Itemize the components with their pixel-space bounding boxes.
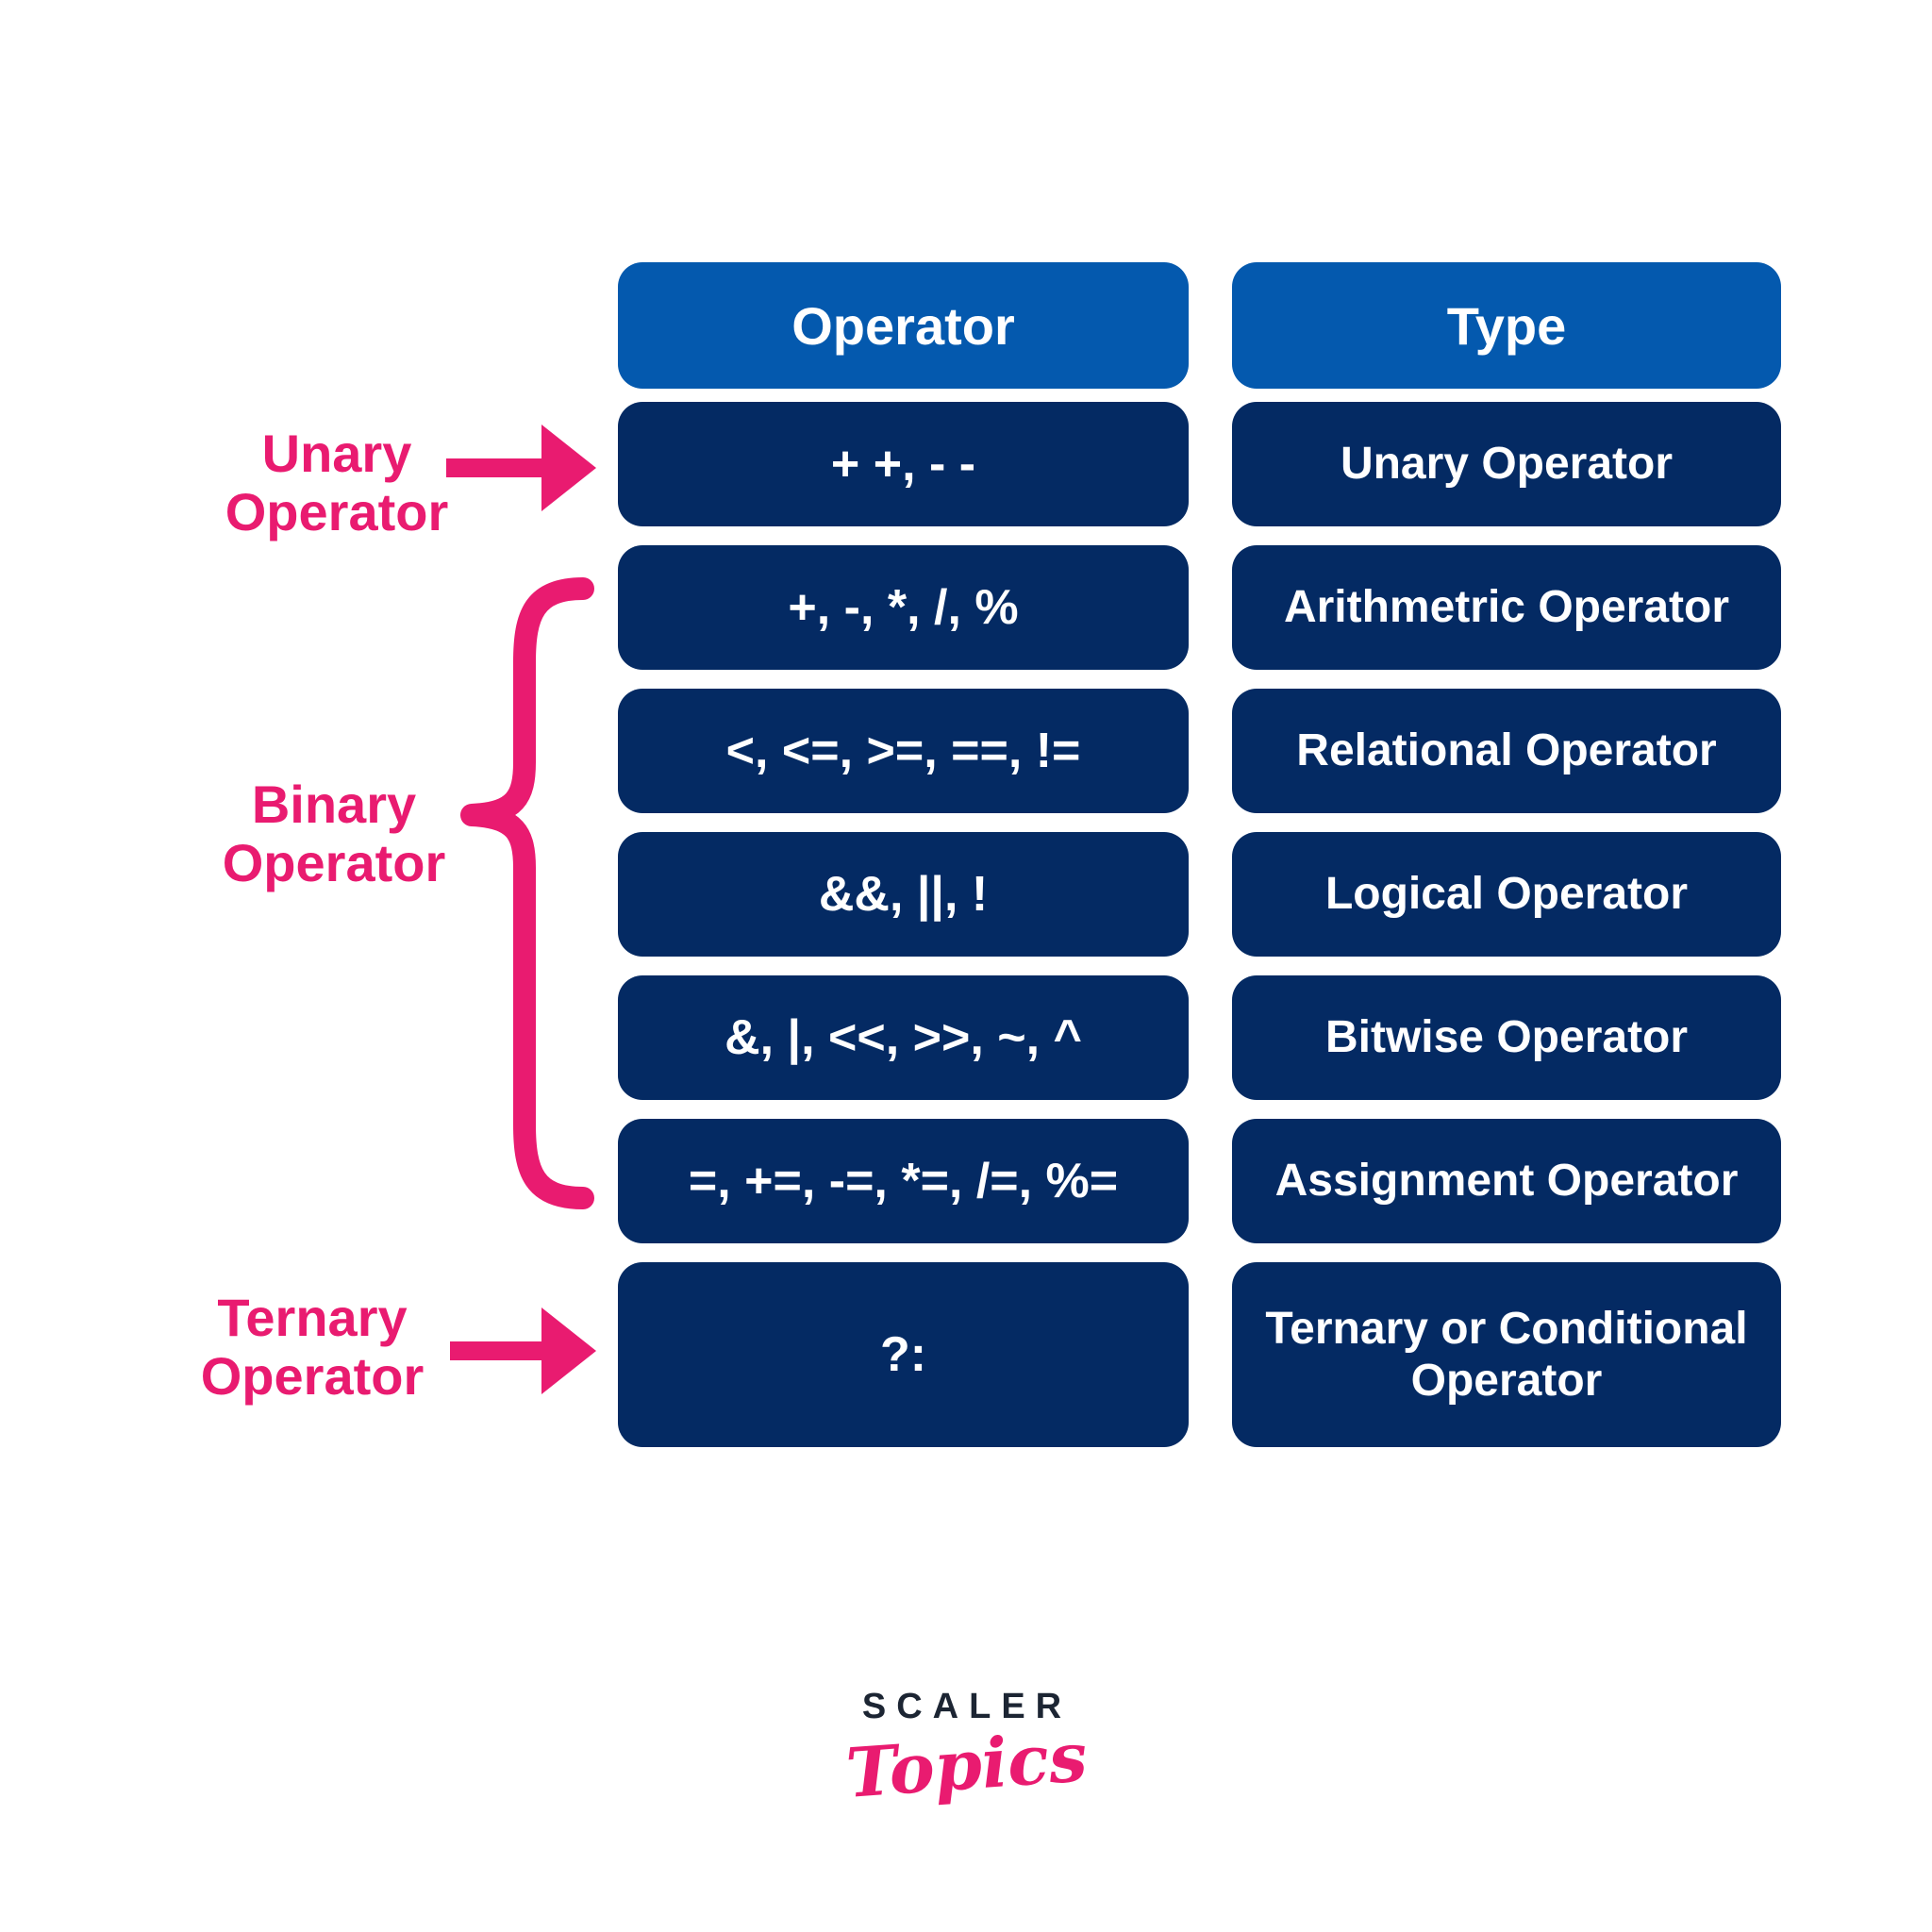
operator-value: &&, ||, ! <box>818 867 989 922</box>
type-cell-logical: Logical Operator <box>1232 832 1781 957</box>
operator-value: <, <=, >=, ==, != <box>725 724 1081 778</box>
binary-operator-label: Binary Operator <box>98 775 570 892</box>
unary-label-line1: Unary <box>261 424 412 483</box>
operator-value: =, +=, -=, *=, /=, %= <box>688 1154 1119 1208</box>
operator-column-header: Operator <box>618 262 1189 389</box>
type-value: Logical Operator <box>1324 869 1689 920</box>
operator-cell-arithmetic: +, -, *, /, % <box>618 545 1189 670</box>
type-header-label: Type <box>1446 295 1567 356</box>
operator-value: +, -, *, /, % <box>788 580 1019 635</box>
curly-brace-icon <box>460 577 594 1209</box>
unary-label-line2: Operator <box>225 482 449 541</box>
type-cell-bitwise: Bitwise Operator <box>1232 975 1781 1100</box>
operator-cell-bitwise: &, |, <<, >>, ~, ^ <box>618 975 1189 1100</box>
type-value: Arithmetric Operator <box>1283 582 1730 633</box>
type-cell-relational: Relational Operator <box>1232 689 1781 813</box>
operator-value: ?: <box>879 1327 927 1382</box>
type-value: Ternary or Conditional Operator <box>1265 1303 1748 1406</box>
type-cell-arithmetic: Arithmetric Operator <box>1232 545 1781 670</box>
operator-cell-unary: + +, - - <box>618 402 1189 526</box>
type-value: Unary Operator <box>1340 439 1674 490</box>
operator-cell-relational: <, <=, >=, ==, != <box>618 689 1189 813</box>
scaler-topics-logo: SCALER Topics <box>731 1687 1203 1813</box>
type-value: Assignment Operator <box>1274 1156 1739 1207</box>
binary-label-line2: Operator <box>222 833 446 892</box>
ternary-operator-label: Ternary Operator <box>76 1289 548 1406</box>
operator-cell-assignment: =, +=, -=, *=, /=, %= <box>618 1119 1189 1243</box>
ternary-label-line2: Operator <box>200 1346 425 1406</box>
operator-cell-ternary: ?: <box>618 1262 1189 1447</box>
ternary-label-line1: Ternary <box>217 1288 408 1347</box>
operator-value: + +, - - <box>830 437 976 491</box>
logo-sub-text: Topics <box>843 1716 1091 1813</box>
binary-label-line1: Binary <box>251 774 417 834</box>
type-value: Relational Operator <box>1296 725 1717 776</box>
operator-header-label: Operator <box>791 295 1015 356</box>
type-column-header: Type <box>1232 262 1781 389</box>
unary-operator-label: Unary Operator <box>101 425 573 541</box>
type-value: Bitwise Operator <box>1324 1012 1689 1063</box>
type-cell-assignment: Assignment Operator <box>1232 1119 1781 1243</box>
logo-brand-text: SCALER <box>861 1687 1073 1726</box>
operator-value: &, |, <<, >>, ~, ^ <box>724 1010 1082 1065</box>
type-cell-ternary: Ternary or Conditional Operator <box>1232 1262 1781 1447</box>
type-cell-unary: Unary Operator <box>1232 402 1781 526</box>
operator-cell-logical: &&, ||, ! <box>618 832 1189 957</box>
